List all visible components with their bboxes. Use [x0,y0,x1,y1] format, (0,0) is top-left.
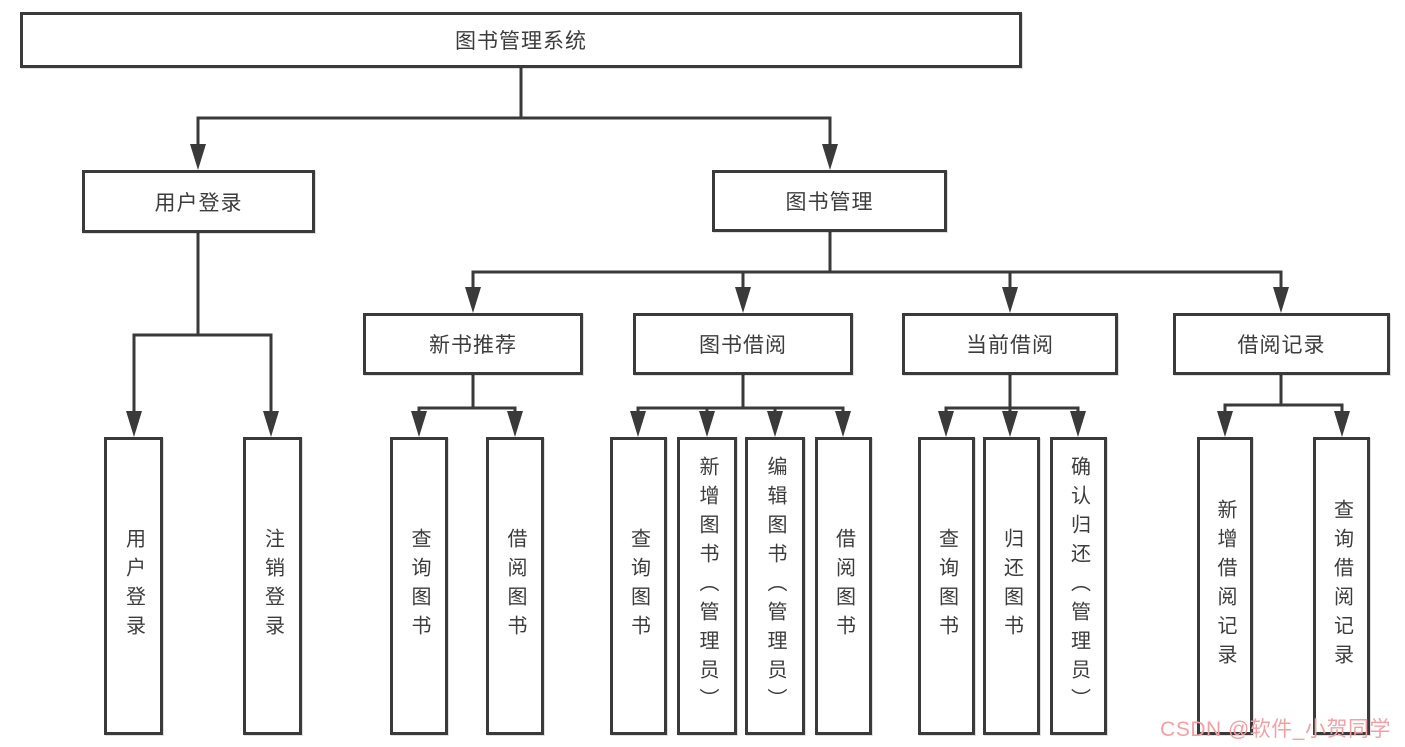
node-new-book-recommend: 新书推荐 [363,313,583,375]
csdn-watermark: CSDN @软件_小贺同学 [1160,718,1391,741]
leaf-add-book-admin: 新增图书（管理员） [677,437,737,735]
leaf-borrow-book-1: 借阅图书 [486,437,544,735]
node-book-management: 图书管理 [712,170,947,232]
leaf-add-borrow-record: 新增借阅记录 [1197,437,1253,735]
node-borrow-records: 借阅记录 [1173,313,1390,375]
leaf-edit-book-admin: 编辑图书（管理员） [745,437,805,735]
leaf-user-login: 用户登录 [104,437,163,735]
leaf-borrow-book-2: 借阅图书 [815,437,872,735]
leaf-query-book-3: 查询图书 [918,437,975,735]
leaf-logout: 注销登录 [243,437,302,735]
leaf-confirm-return-admin: 确认归还（管理员） [1050,437,1107,735]
node-library-management-system: 图书管理系统 [20,12,1022,68]
leaf-query-book-1: 查询图书 [390,437,448,735]
node-user-login: 用户登录 [82,170,315,233]
leaf-query-borrow-record: 查询借阅记录 [1313,437,1370,735]
node-book-borrow: 图书借阅 [633,313,853,375]
leaf-return-book: 归还图书 [983,437,1040,735]
node-current-borrow: 当前借阅 [902,313,1118,375]
leaf-query-book-2: 查询图书 [610,437,667,735]
